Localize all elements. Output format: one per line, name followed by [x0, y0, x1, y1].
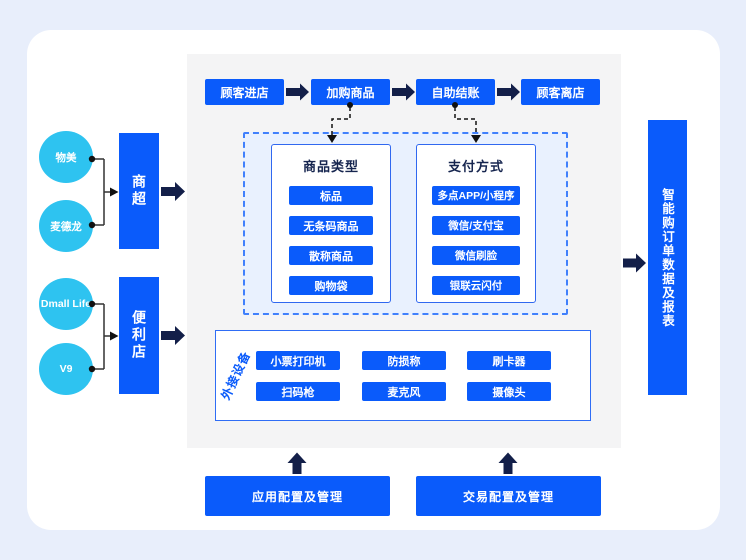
- supermarket-box: 商超: [119, 133, 159, 249]
- device-item: 麦克风: [362, 382, 446, 401]
- devices-panel: 外接设备 小票打印机 防损称 刷卡器 扫码枪 麦克风 摄像头: [215, 330, 591, 421]
- payment-method-item: 银联云闪付: [432, 276, 520, 295]
- brand-circle-v9: V9: [39, 343, 93, 395]
- convenience-store-label: 便利店: [131, 310, 147, 361]
- device-item: 刷卡器: [467, 351, 551, 370]
- device-item: 小票打印机: [256, 351, 340, 370]
- device-item: 摄像头: [467, 382, 551, 401]
- flow-step-customer-enter: 顾客进店: [205, 79, 284, 105]
- brand-circle-dmall-life: Dmall Life: [39, 278, 93, 330]
- product-type-item: 无条码商品: [289, 216, 373, 235]
- app-config-box: 应用配置及管理: [205, 476, 390, 516]
- product-type-item: 标品: [289, 186, 373, 205]
- output-bar-label: 智能购订单数据及报表: [660, 187, 674, 328]
- product-types-card: 商品类型 标品 无条码商品 散称商品 购物袋: [271, 144, 391, 303]
- product-types-title: 商品类型: [302, 159, 359, 174]
- device-item: 防损称: [362, 351, 446, 370]
- payment-method-item: 微信刷脸: [432, 246, 520, 265]
- brand-circle-metro: 麦德龙: [39, 200, 93, 252]
- payment-method-item: 多点APP/小程序: [432, 186, 520, 205]
- payment-methods-title: 支付方式: [447, 159, 504, 174]
- product-type-item: 散称商品: [289, 246, 373, 265]
- device-item: 扫码枪: [256, 382, 340, 401]
- convenience-store-box: 便利店: [119, 277, 159, 394]
- supermarket-label: 商超: [131, 174, 147, 208]
- payment-method-item: 微信/支付宝: [432, 216, 520, 235]
- brand-circle-wumei: 物美: [39, 131, 93, 183]
- flow-step-customer-leave: 顾客离店: [521, 79, 600, 105]
- payment-methods-card: 支付方式 多点APP/小程序 微信/支付宝 微信刷脸 银联云闪付: [416, 144, 536, 303]
- output-bar: 智能购订单数据及报表: [648, 120, 687, 395]
- devices-panel-title: 外接设备: [218, 348, 253, 402]
- flow-step-add-items: 加购商品: [311, 79, 390, 105]
- product-type-item: 购物袋: [289, 276, 373, 295]
- flow-step-self-checkout: 自助结账: [416, 79, 495, 105]
- transaction-config-box: 交易配置及管理: [416, 476, 601, 516]
